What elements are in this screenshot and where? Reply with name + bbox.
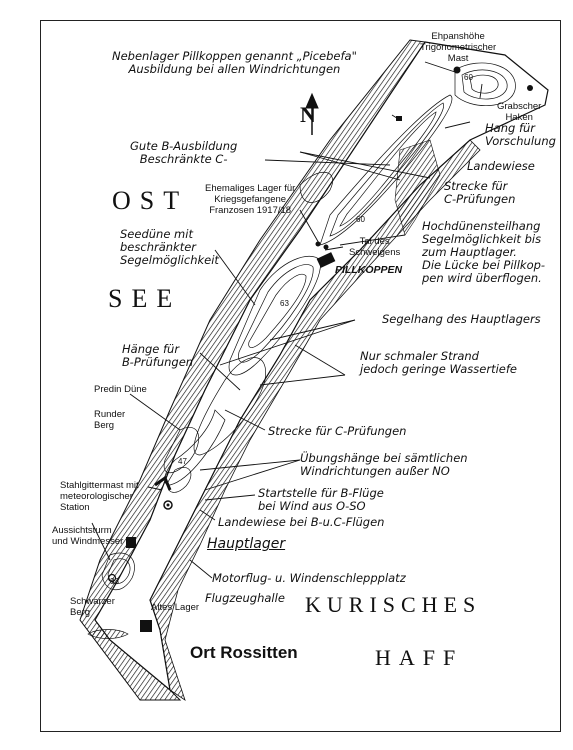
north-label: N — [300, 102, 316, 127]
label-tal-des-schweigens: Tal des Schweigens — [349, 236, 401, 258]
water-label-kurisches: KURISCHES — [305, 592, 482, 617]
height-33: 33 — [110, 577, 119, 586]
label-motorflug: Motorflug- u. Windenschleppplatz — [212, 571, 406, 585]
nebenlager-marker — [396, 116, 402, 121]
height-60-top: 60 — [464, 73, 473, 82]
fish-shape — [87, 629, 129, 639]
label-stahlgittermast: Stahlgittermast mit meteorologischer Sta… — [60, 480, 139, 513]
label-strecke-c-mid: Strecke für C-Prüfungen — [268, 424, 407, 438]
height-47: 47 — [178, 457, 187, 466]
water-label-see: SEE — [108, 284, 182, 313]
label-ort-rossitten: Ort Rossitten — [190, 643, 298, 662]
tal-dot-1 — [315, 241, 321, 247]
label-startstelle: Startstelle für B-Flüge bei Wind aus O-S… — [258, 486, 384, 513]
label-ehemaliges-lager: Ehemaliges Lager für Kriegsgefangene Fra… — [205, 183, 296, 216]
height-60-mid: 60 — [356, 215, 365, 224]
stahlmast-symbol — [154, 475, 172, 491]
label-hang-vorschulung: Hang für Vorschulung — [485, 121, 556, 148]
label-schmaler-strand: Nur schmaler Strand jedoch geringe Wasse… — [360, 349, 517, 376]
label-aussichtsturm: Aussichtsturm und Windmesser — [52, 525, 124, 547]
pillkoppen-block — [316, 252, 336, 268]
label-schwarzer-berg: Schwarzer Berg — [70, 596, 115, 618]
label-grabscher-haken: Grabscher Haken — [497, 101, 542, 123]
water-label-ost: OST — [112, 186, 189, 215]
label-predin-duene: Predin Düne — [94, 384, 147, 395]
label-altes-lager: Altes Lager — [151, 602, 200, 613]
label-runder-berg: Runder Berg — [94, 409, 126, 431]
north-arrow — [305, 92, 319, 135]
label-haenge-b: Hänge für B-Prüfungen — [122, 342, 194, 369]
height-63: 63 — [280, 299, 289, 308]
dune-contours — [101, 62, 516, 590]
label-nebenlager: Nebenlager Pillkoppen genannt „Picebefa"… — [112, 49, 357, 76]
tal-dot-2 — [323, 244, 329, 250]
aussichtsturm — [107, 573, 117, 583]
label-landewiese-bc: Landewiese bei B-u.C-Flügen — [218, 515, 385, 529]
label-ehpanshoehe: Ehpanshöhe Trigonometrischer Mast — [420, 31, 497, 64]
ort-rossitten-block — [140, 620, 152, 632]
label-hochduenensteilhang: Hochdünensteilhang Segelmöglichkeit bis … — [422, 219, 546, 285]
leader-lines — [91, 61, 483, 579]
grabscher-dot — [527, 85, 533, 91]
lagoon-shore-hatch — [149, 139, 481, 701]
label-pillkoppen: PILLKOPPEN — [335, 264, 403, 276]
hauptlager-block — [126, 537, 136, 548]
label-uebungshaenge: Übungshänge bei sämtlichen Windrichtunge… — [300, 451, 468, 478]
label-gute-b-ausbildung: Gute B-Ausbildung Beschränkte C- — [130, 139, 238, 166]
label-flugzeughalle: Flugzeughalle — [205, 591, 285, 605]
water-label-haff: HAFF — [375, 645, 464, 670]
label-strecke-c-top: Strecke für C-Prüfungen — [444, 179, 516, 206]
label-hauptlager: Hauptlager — [207, 536, 286, 552]
landewiese-hatch — [394, 139, 441, 236]
label-landewiese-top: Landewiese — [467, 159, 535, 173]
label-segelhang-hauptlager: Segelhang des Hauptlagers — [382, 312, 541, 326]
ehpan-mast-dot — [453, 66, 461, 74]
meteo-station — [163, 500, 173, 510]
label-seeduene: Seedüne mit beschränkter Segelmöglichkei… — [120, 227, 219, 267]
